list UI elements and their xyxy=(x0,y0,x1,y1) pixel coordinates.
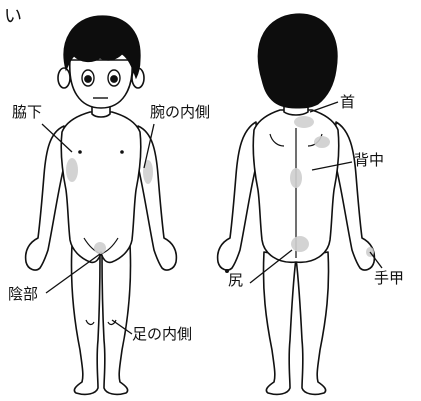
label-inner-leg: 足の内側 xyxy=(132,325,193,343)
back-left-leg xyxy=(262,251,297,396)
front-face xyxy=(69,59,133,109)
front-left-ear xyxy=(57,67,71,89)
front-left-leg xyxy=(70,244,101,396)
label-neck: 首 xyxy=(340,93,356,111)
back-figure xyxy=(216,97,376,396)
front-torso xyxy=(60,111,142,264)
back-right-arm xyxy=(333,121,376,271)
label-inner-arm: 腕の内側 xyxy=(150,103,211,121)
leader-lines xyxy=(41,101,383,335)
front-hair xyxy=(63,15,141,80)
label-back: 背中 xyxy=(354,151,385,169)
label-back-of-hand: 手甲 xyxy=(374,269,405,287)
back-spots xyxy=(290,116,374,257)
back-hair xyxy=(257,13,338,109)
back-left-arm xyxy=(216,121,259,271)
front-spots xyxy=(66,158,153,254)
front-right-arm xyxy=(135,125,178,271)
label-armpit: 脇下 xyxy=(12,103,43,121)
front-body-details xyxy=(78,150,124,326)
front-right-leg xyxy=(101,244,132,396)
label-groin: 陰部 xyxy=(8,285,39,303)
back-right-leg xyxy=(295,251,330,396)
label-buttocks: 尻 xyxy=(228,271,244,289)
figure-mark: い xyxy=(4,6,22,27)
front-face-details xyxy=(81,69,121,99)
front-left-arm xyxy=(24,125,67,271)
